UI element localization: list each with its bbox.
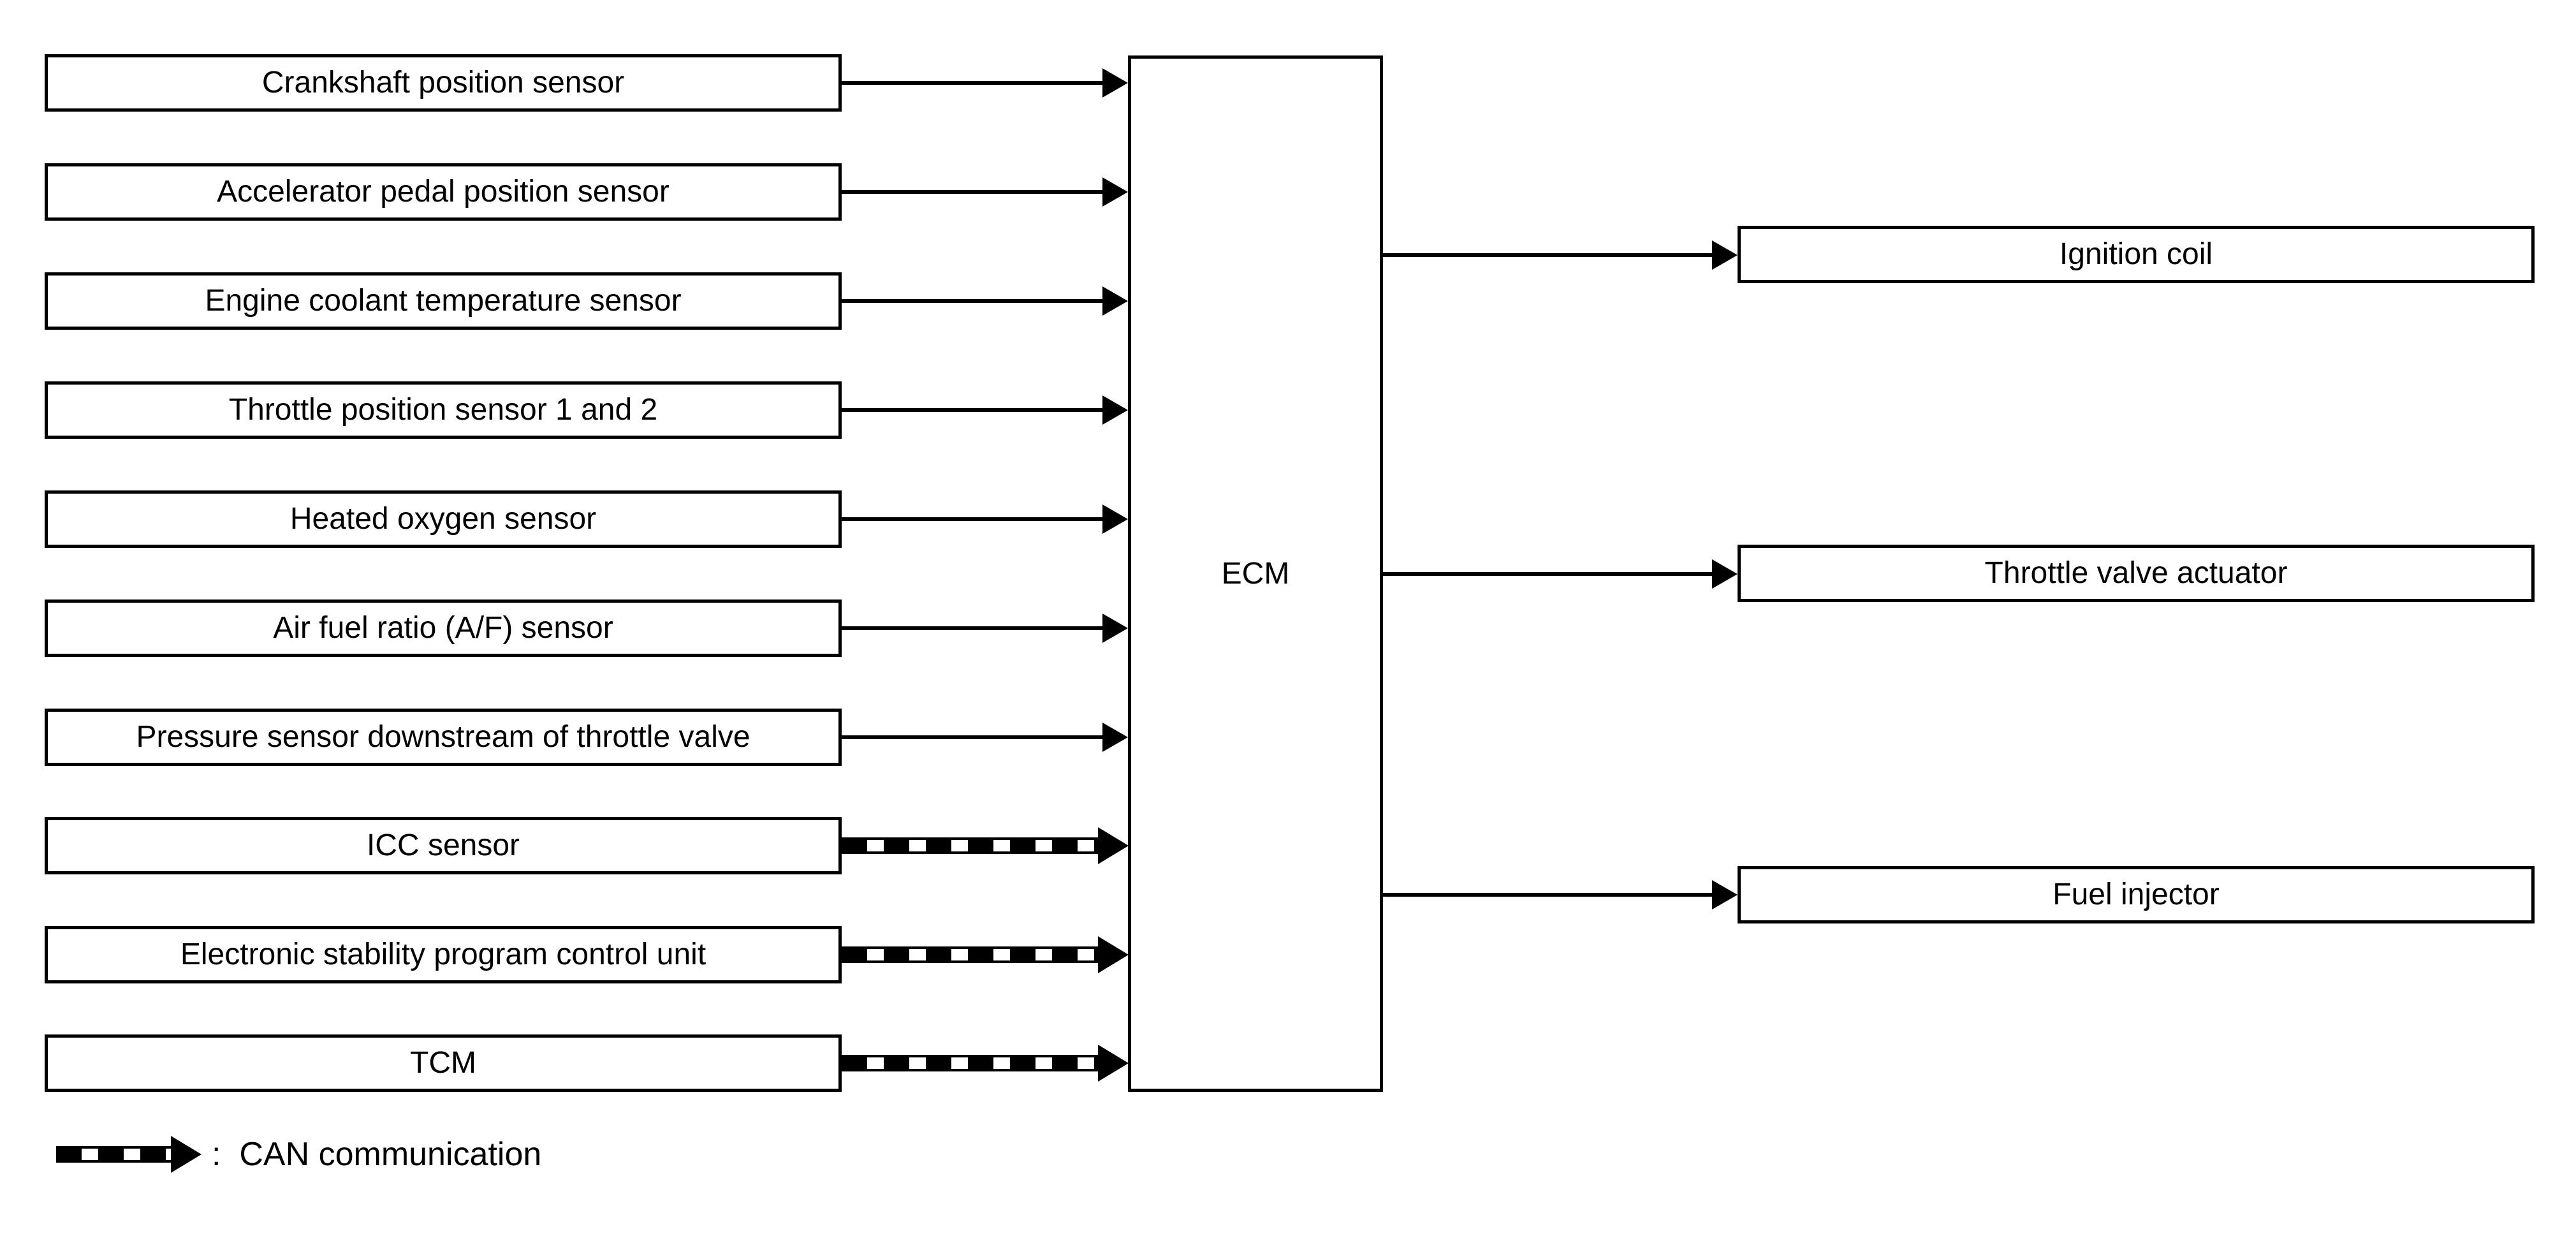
can-arrowhead-icon: [1098, 827, 1129, 864]
input-arrow-line: [842, 299, 1105, 303]
arrowhead-icon: [1102, 504, 1128, 534]
input-arrow-line: [842, 517, 1105, 521]
input-label: TCM: [410, 1046, 476, 1080]
input-node-accelerator-pedal-position-sensor: Accelerator pedal position sensor: [45, 163, 842, 221]
output-node-throttle-valve-actuator: Throttle valve actuator: [1738, 545, 2535, 602]
input-node-heated-oxygen-sensor: Heated oxygen sensor: [45, 490, 842, 548]
input-arrow-line: [842, 735, 1105, 739]
arrowhead-icon: [1102, 177, 1128, 207]
input-label: Electronic stability program control uni…: [180, 938, 706, 972]
arrowhead-icon: [1102, 723, 1128, 752]
arrowhead-icon: [1102, 614, 1128, 643]
input-arrow-line: [842, 626, 1105, 630]
input-node-engine-coolant-temperature-sensor: Engine coolant temperature sensor: [45, 272, 842, 330]
output-label: Ignition coil: [2059, 237, 2213, 272]
input-label: Heated oxygen sensor: [289, 502, 597, 536]
arrowhead-icon: [1102, 286, 1128, 316]
arrowhead-icon: [1712, 559, 1738, 589]
input-label: ICC sensor: [366, 828, 520, 863]
input-node-tcm: TCM: [45, 1034, 842, 1092]
input-label: Air fuel ratio (A/F) sensor: [273, 611, 613, 645]
input-label: Pressure sensor downstream of throttle v…: [136, 720, 750, 754]
input-node-air-fuel-ratio-sensor: Air fuel ratio (A/F) sensor: [45, 600, 842, 657]
can-arrow-line: [842, 946, 1098, 963]
input-node-icc-sensor: ICC sensor: [45, 817, 842, 874]
can-arrowhead-icon: [1098, 936, 1129, 973]
input-node-throttle-position-sensor: Throttle position sensor 1 and 2: [45, 381, 842, 439]
input-node-pressure-sensor-downstream-of-throttle-valve: Pressure sensor downstream of throttle v…: [45, 709, 842, 766]
input-node-electronic-stability-program-control-unit: Electronic stability program control uni…: [45, 926, 842, 983]
input-arrow-line: [842, 408, 1105, 412]
input-label: Accelerator pedal position sensor: [217, 175, 670, 209]
can-arrow-line: [842, 1055, 1098, 1071]
input-arrow-line: [842, 81, 1105, 85]
arrowhead-icon: [1102, 68, 1128, 98]
ecm-node: ECM: [1128, 55, 1383, 1092]
can-arrow-icon: [56, 1146, 171, 1163]
ecm-label: ECM: [1221, 556, 1290, 591]
output-arrow-line: [1382, 253, 1713, 257]
input-arrow-line: [842, 190, 1105, 194]
input-label: Crankshaft position sensor: [261, 66, 625, 100]
output-arrow-line: [1382, 893, 1713, 897]
can-arrowhead-icon: [1098, 1045, 1129, 1082]
can-arrow-line: [842, 837, 1098, 854]
arrowhead-icon: [1712, 880, 1738, 909]
can-arrowhead-icon: [171, 1136, 201, 1173]
output-label: Throttle valve actuator: [1984, 556, 2288, 591]
output-node-ignition-coil: Ignition coil: [1738, 226, 2535, 283]
input-label: Engine coolant temperature sensor: [205, 284, 682, 318]
output-label: Fuel injector: [2053, 878, 2220, 912]
input-node-crankshaft-position-sensor: Crankshaft position sensor: [45, 54, 842, 112]
output-arrow-line: [1382, 572, 1713, 576]
output-node-fuel-injector: Fuel injector: [1738, 866, 2535, 923]
input-label: Throttle position sensor 1 and 2: [228, 393, 658, 427]
arrowhead-icon: [1102, 395, 1128, 425]
can-legend-label: : CAN communication: [212, 1136, 542, 1173]
arrowhead-icon: [1712, 240, 1738, 270]
